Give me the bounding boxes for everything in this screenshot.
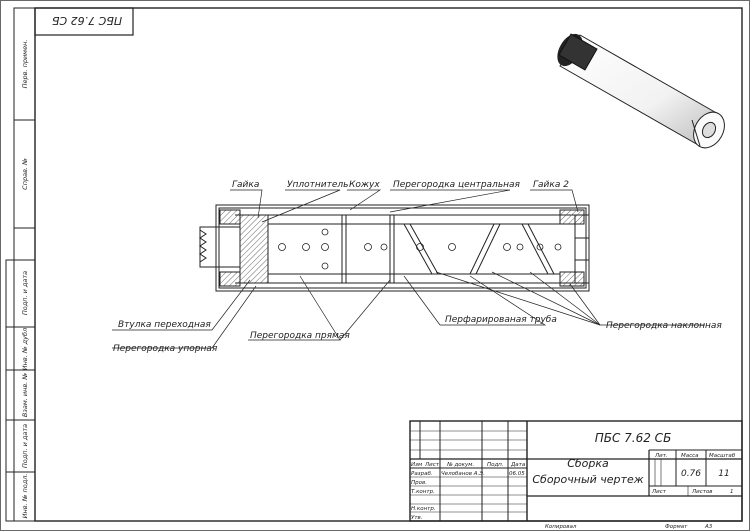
top-stamp-text: ПБС 7.62 СБ	[52, 14, 122, 27]
developer-name: Челобанов А.Э.	[441, 471, 485, 477]
side-strip	[5, 7, 36, 522]
callout-kozhukh: Кожух	[349, 180, 380, 190]
format-value: А3	[704, 524, 713, 530]
callout-perf-truba: Перфарированая труба	[445, 315, 557, 325]
sheets-label: Листов	[691, 489, 713, 495]
copied-label: Копировал	[545, 524, 577, 530]
col-izm: Изм	[411, 462, 422, 468]
callout-gaika2: Гайка 2	[533, 180, 569, 190]
scale-value: 11	[718, 469, 729, 479]
side-label-podp1: Подп. и дата	[21, 271, 29, 315]
format-label: Формат	[665, 524, 688, 530]
callout-uplotnitel: Уплотнитель	[287, 180, 348, 190]
section-view	[199, 204, 590, 292]
col-data: Дата	[510, 462, 526, 468]
callout-peregorodka-centralnaya: Перегородка центральная	[393, 180, 521, 190]
mass-value: 0.76	[681, 469, 701, 479]
callout-peregorodka-pryamaya: Перегородка прямая	[250, 331, 350, 341]
leader-lines	[112, 189, 705, 349]
side-label-inv-dubl: Инв. № дубл.	[21, 326, 29, 370]
side-label-vzam: Взам. инв. №	[21, 373, 29, 417]
isometric-view	[557, 33, 725, 149]
side-label-podp2: Подп. и дата	[21, 424, 29, 468]
role-razrab: Разраб.	[411, 471, 433, 477]
col-list: Лист	[424, 462, 440, 468]
side-label-inv-podl: Инв. № подл.	[21, 474, 29, 519]
callout-gaika: Гайка	[232, 180, 259, 190]
role-nkontr: Н.контр.	[411, 506, 436, 512]
mass-label: Масса	[681, 453, 699, 459]
sheets-value: 1	[730, 489, 734, 495]
side-label-sprav: Справ. №	[21, 158, 29, 190]
name-line1: Сборка	[567, 457, 609, 470]
role-prov: Пров.	[411, 480, 427, 486]
title-block	[409, 420, 743, 522]
role-utv: Утв.	[411, 515, 423, 521]
callout-peregorodka-naklonnaya: Перегородка наклонная	[606, 321, 722, 331]
callout-peregorodka-upornaya: Перегородка упорная	[113, 344, 218, 354]
name-line2: Сборочный чертеж	[532, 473, 643, 486]
side-label-perv: Перв. примен.	[21, 40, 29, 89]
role-tkontr: Т.контр.	[411, 489, 435, 495]
sheet-label: Лист	[651, 489, 667, 495]
developer-date: 06.05	[509, 471, 525, 477]
callout-vtulka: Втулка переходная	[118, 320, 211, 330]
col-dokum: № докум.	[446, 462, 474, 468]
scale-label: Масштаб	[709, 453, 736, 459]
lit-label: Лит.	[654, 453, 668, 459]
col-podp: Подп.	[487, 462, 504, 468]
designation: ПБС 7.62 СБ	[595, 431, 672, 445]
